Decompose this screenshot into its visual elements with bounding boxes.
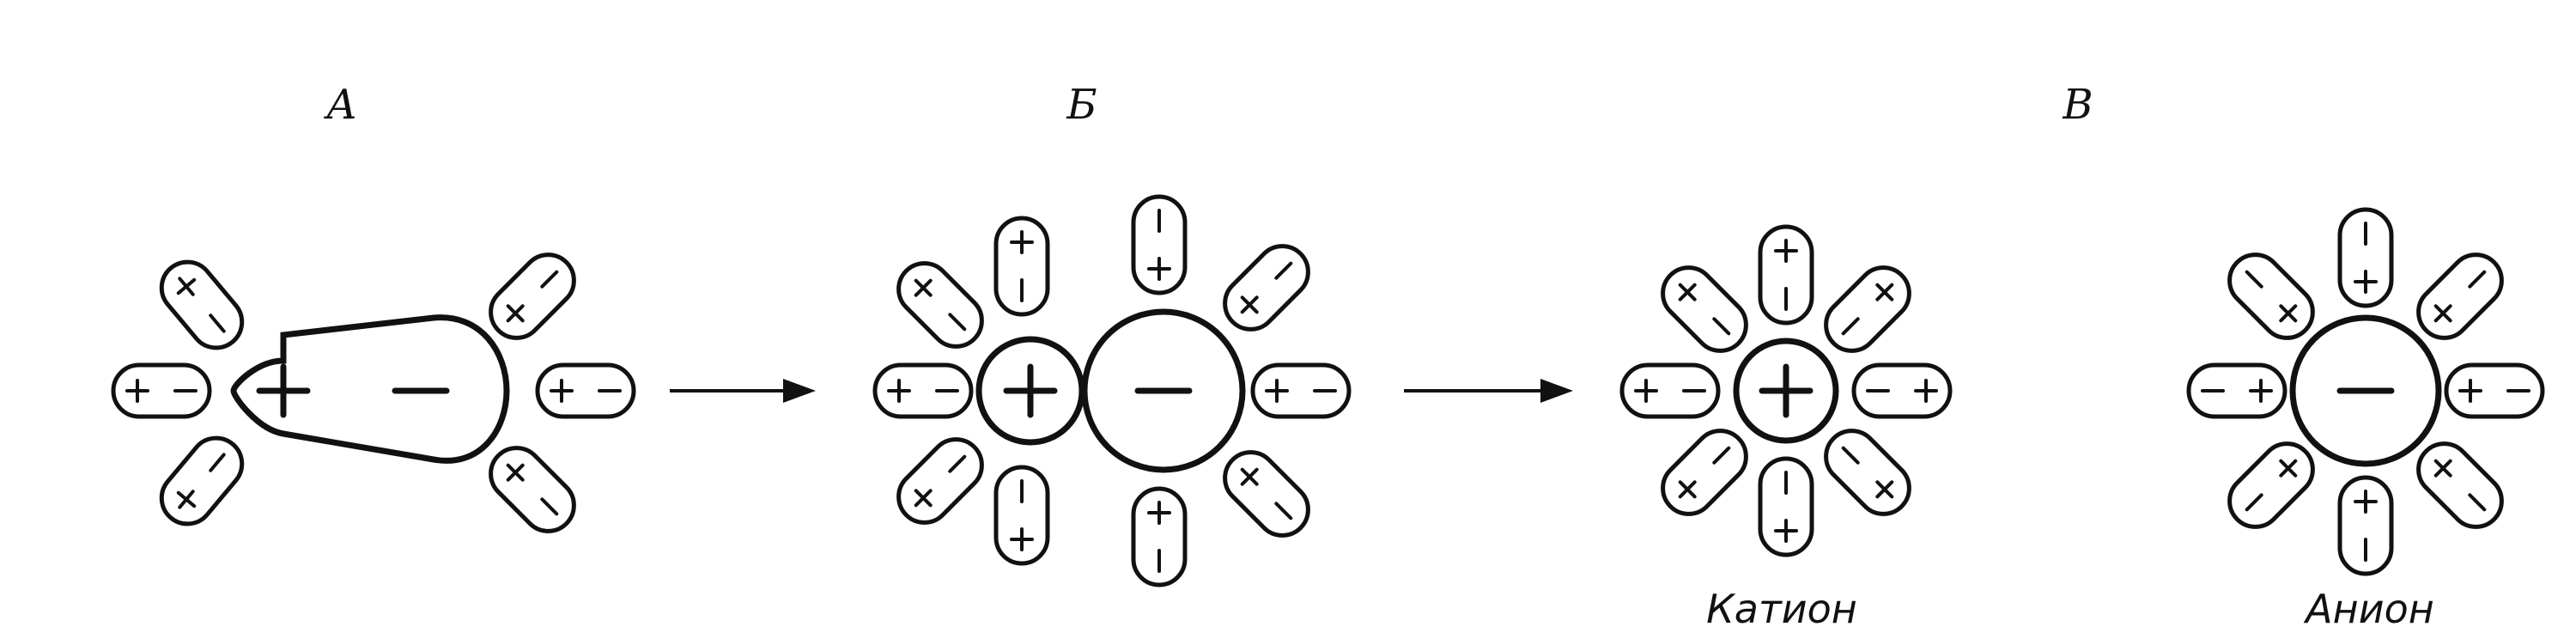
water-dipole: [2408, 244, 2512, 349]
solvated-cation: Катион: [1622, 227, 1950, 632]
arrow-a-to-b: [670, 379, 816, 403]
water-dipole: [538, 365, 634, 417]
water-dipole: [2340, 478, 2391, 574]
water-dipole: [2219, 244, 2324, 349]
water-dipole: [1652, 257, 1757, 362]
stage-label-a: А: [324, 81, 357, 129]
water-dipole: [480, 437, 585, 542]
anion-label: Анион: [2303, 586, 2434, 632]
water-dipole: [151, 252, 252, 358]
solvated-anion: Анион: [2189, 210, 2543, 632]
water-dipole: [2446, 365, 2543, 417]
molecule-body: [230, 314, 510, 464]
water-dipole: [996, 218, 1048, 314]
water-dipole: [1815, 257, 1920, 362]
water-dipole: [2189, 365, 2285, 417]
water-dipole: [1760, 459, 1812, 555]
water-dipole: [996, 467, 1048, 563]
water-dipole: [2408, 433, 2512, 538]
water-dipole: [1854, 365, 1950, 417]
water-dipole: [2219, 433, 2324, 538]
water-dipole: [1214, 441, 1319, 546]
cation-label: Катион: [1706, 586, 1857, 632]
water-dipole: [875, 365, 971, 417]
water-dipole: [1253, 365, 1349, 417]
water-dipole: [1133, 489, 1185, 585]
water-dipole: [1214, 235, 1319, 340]
water-dipole: [2340, 210, 2391, 306]
water-dipole: [1652, 420, 1757, 525]
water-dipole: [1622, 365, 1718, 417]
stage-a-molecule: [113, 244, 634, 542]
water-dipole: [113, 365, 210, 417]
water-dipole: [1760, 227, 1812, 323]
water-dipole: [151, 428, 252, 534]
stage-b-ions: [875, 197, 1349, 585]
water-dipole: [1815, 420, 1920, 525]
water-dipole: [1133, 197, 1185, 293]
water-dipole: [888, 253, 993, 357]
stage-label-b: Б: [1066, 81, 1097, 129]
stage-label-v: В: [2062, 81, 2093, 129]
water-dipole: [480, 244, 585, 349]
water-dipole: [888, 429, 993, 533]
arrow-b-to-v: [1404, 379, 1573, 403]
